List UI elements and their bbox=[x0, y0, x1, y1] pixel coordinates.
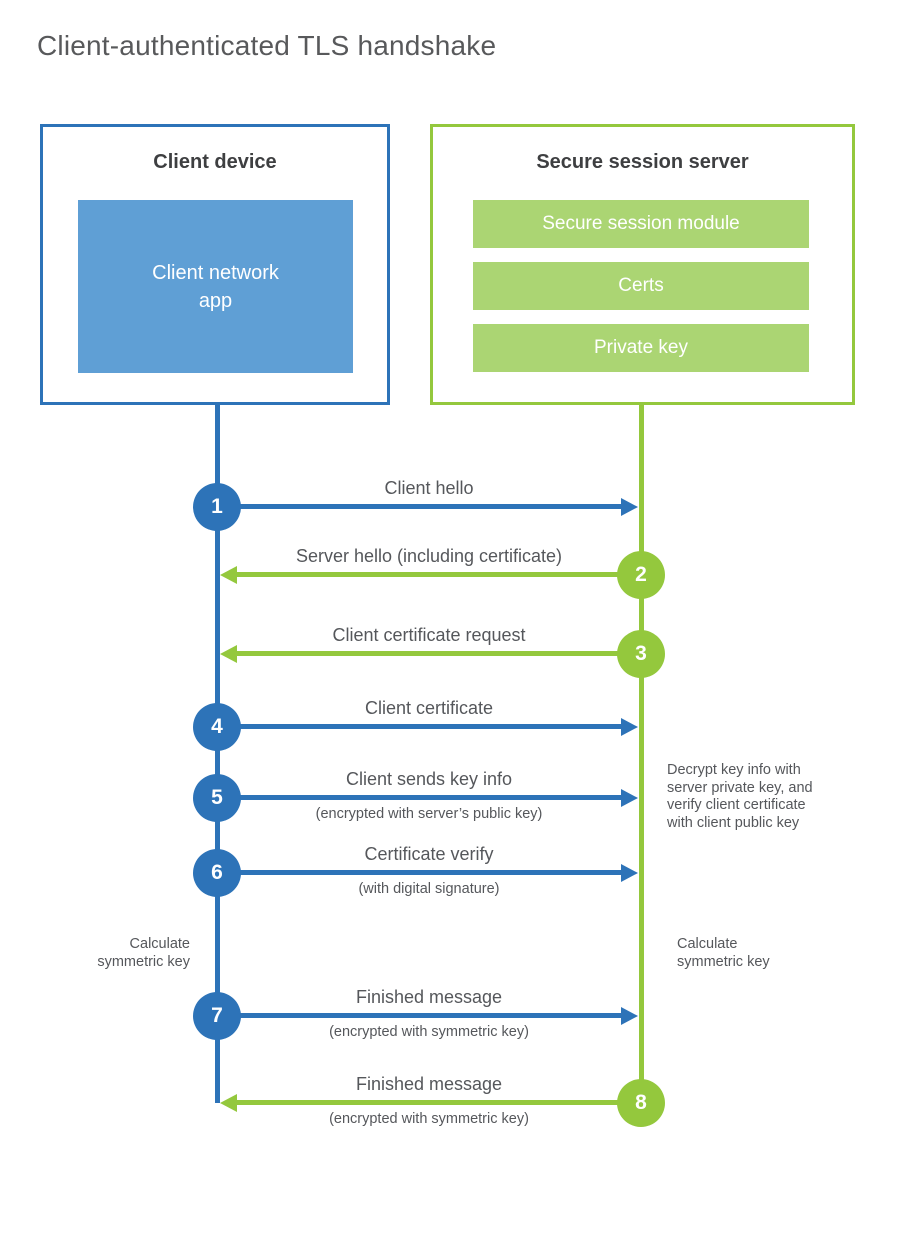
flow-sublabel-7: (encrypted with symmetric key) bbox=[329, 1024, 529, 1040]
flow-label-2: Server hello (including certificate) bbox=[295, 546, 563, 566]
decrypt-key-note: Decrypt key info with server private key… bbox=[667, 762, 813, 831]
step-circle-7: 7 bbox=[193, 992, 241, 1040]
flow-sublabel-8: (encrypted with symmetric key) bbox=[329, 1111, 529, 1127]
step-circle-1: 1 bbox=[193, 483, 241, 531]
server-lifeline bbox=[639, 405, 644, 1105]
flow-label-8: Finished message bbox=[355, 1074, 503, 1094]
flow-arrow-line-5 bbox=[217, 795, 621, 800]
flow-arrow-line-4 bbox=[217, 724, 621, 729]
arrow-right-icon bbox=[621, 498, 638, 516]
arrow-right-icon bbox=[621, 864, 638, 882]
arrow-left-icon bbox=[220, 1094, 237, 1112]
flow-label-3: Client certificate request bbox=[332, 625, 526, 645]
step-circle-2: 2 bbox=[617, 551, 665, 599]
flow-sublabel-6: (with digital signature) bbox=[358, 881, 500, 897]
step-circle-8: 8 bbox=[617, 1079, 665, 1127]
client-device-title: Client device bbox=[153, 151, 277, 173]
server-module-certs: Certs bbox=[473, 262, 809, 310]
step-number-4: 4 bbox=[211, 715, 223, 738]
step-number-3: 3 bbox=[635, 642, 647, 665]
arrow-right-icon bbox=[621, 789, 638, 807]
step-number-7: 7 bbox=[211, 1004, 223, 1027]
calculate-symmetric-key-note-server: Calculate symmetric key bbox=[677, 936, 770, 970]
arrow-left-icon bbox=[220, 566, 237, 584]
flow-label-1: Client hello bbox=[384, 478, 474, 498]
step-circle-3: 3 bbox=[617, 630, 665, 678]
flow-label-6: Certificate verify bbox=[364, 844, 494, 864]
flow-arrow-line-1 bbox=[217, 504, 621, 509]
flow-label-4: Client certificate bbox=[364, 698, 494, 718]
step-number-2: 2 bbox=[635, 563, 647, 586]
flow-arrow-line-7 bbox=[217, 1013, 621, 1018]
arrow-left-icon bbox=[220, 645, 237, 663]
arrow-right-icon bbox=[621, 718, 638, 736]
flow-sublabel-5: (encrypted with server’s public key) bbox=[315, 806, 543, 822]
step-number-8: 8 bbox=[635, 1091, 647, 1114]
arrow-right-icon bbox=[621, 1007, 638, 1025]
flow-arrow-line-3 bbox=[236, 651, 641, 656]
step-circle-4: 4 bbox=[193, 703, 241, 751]
flow-arrow-line-6 bbox=[217, 870, 621, 875]
client-network-app-block: Client network app bbox=[78, 200, 353, 373]
server-module-private-key: Private key bbox=[473, 324, 809, 372]
step-number-5: 5 bbox=[211, 786, 223, 809]
flow-arrow-line-2 bbox=[236, 572, 641, 577]
step-number-6: 6 bbox=[211, 861, 223, 884]
step-circle-6: 6 bbox=[193, 849, 241, 897]
client-lifeline bbox=[215, 405, 220, 1103]
flow-label-5: Client sends key info bbox=[345, 769, 513, 789]
page-title: Client-authenticated TLS handshake bbox=[37, 30, 497, 61]
calculate-symmetric-key-note-client: Calculate symmetric key bbox=[97, 936, 190, 970]
flow-arrow-line-8 bbox=[236, 1100, 641, 1105]
step-circle-5: 5 bbox=[193, 774, 241, 822]
server-module-secure-session: Secure session module bbox=[473, 200, 809, 248]
step-number-1: 1 bbox=[211, 495, 223, 518]
server-title: Secure session server bbox=[536, 151, 749, 173]
flow-label-7: Finished message bbox=[355, 987, 503, 1007]
